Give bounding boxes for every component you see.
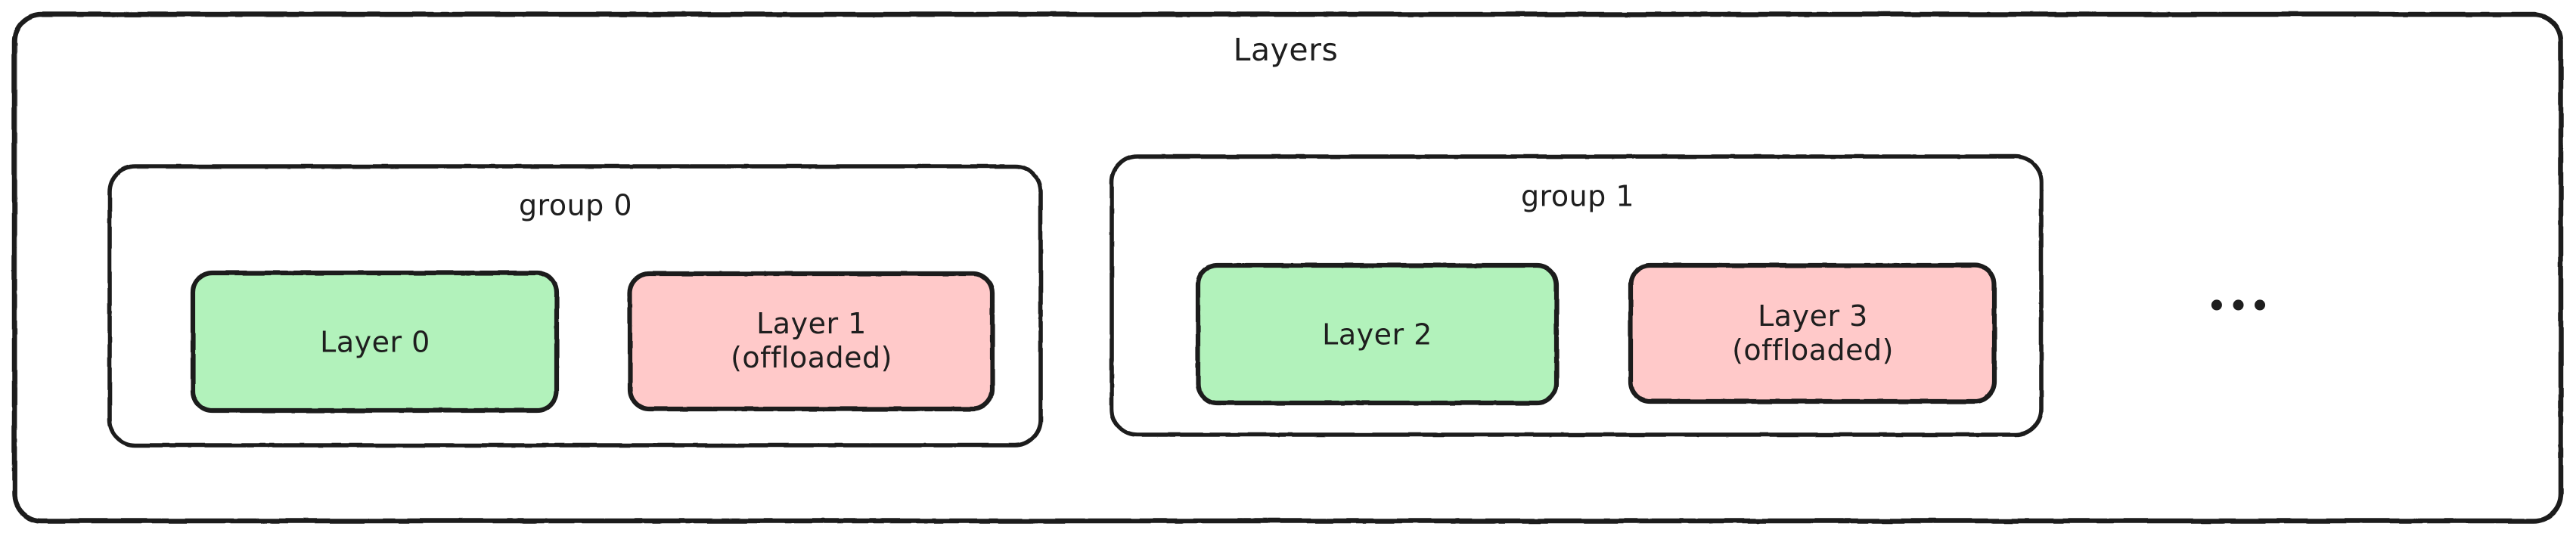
- page-title: Layers: [1233, 31, 1339, 68]
- layer-1-box-shape: [627, 271, 995, 412]
- layer-3-label: Layer 3 (offloaded): [1732, 299, 1894, 367]
- overflow-ellipsis-icon: •••: [2207, 289, 2272, 324]
- layer-0-label: Layer 0: [320, 325, 430, 359]
- layer-3-box-shape: [1628, 262, 1997, 404]
- group-0-label: group 0: [518, 188, 633, 222]
- layer-1-label: Layer 1 (offloaded): [731, 307, 892, 374]
- layer-2-box-shape: [1195, 262, 1560, 406]
- layer-0-box-shape: [190, 270, 560, 414]
- group-1-label: group 1: [1520, 179, 1635, 213]
- layer-2-label: Layer 2: [1322, 318, 1432, 352]
